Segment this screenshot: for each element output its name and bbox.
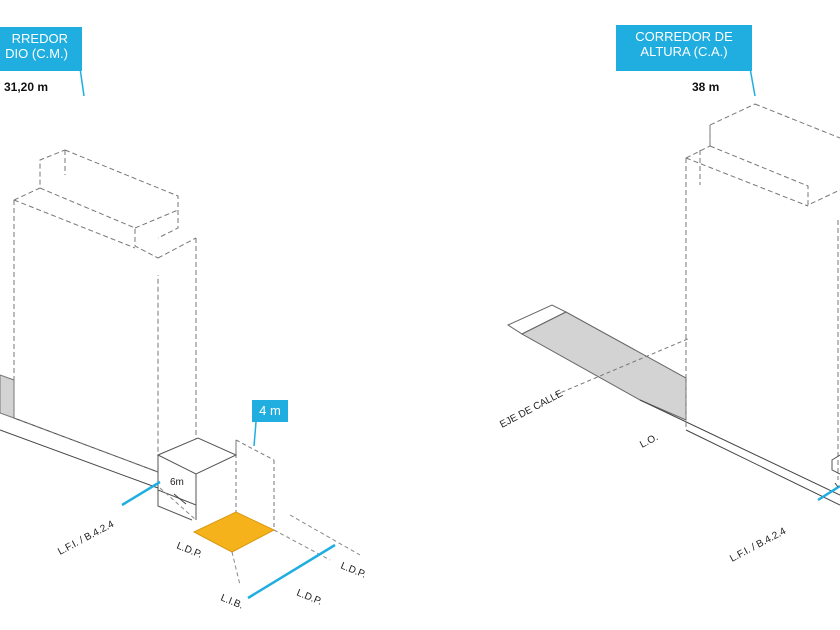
right-lfi-label: L.F.I. / B.4.2.4 [728,526,788,565]
right-corridor-callout: CORREDOR DE ALTURA (C.A.) [616,25,752,71]
orange-free-space [192,511,276,553]
right-ground-line-1 [639,399,840,496]
left-street-strip [0,374,15,419]
right-lfi-blue-line [817,484,840,502]
right-callout-line1: CORREDOR DE [635,29,733,44]
right-panel-drawing [506,67,840,506]
ldp-label-bottom: L.D.P. [295,588,324,608]
right-podium-edge [831,454,840,475]
left-panel-drawing [0,67,361,600]
right-callout-pointer [749,67,756,97]
left-main-tower [13,149,197,473]
ldp-label-right: L.D.P. [339,561,368,581]
left-callout-pointer [79,67,85,97]
setback-callout-pointer [253,421,257,447]
left-lfi-blue-line [121,480,161,507]
left-corridor-callout: RREDOR DIO (C.M.) [0,27,82,71]
left-callout-line2: DIO (C.M.) [5,46,68,61]
lo-label: L.O. [638,432,660,451]
right-height-label: 38 m [692,80,720,94]
left-callout-line1: RREDOR [11,31,68,46]
left-setback-frame [235,439,275,530]
left-height-label: 31,20 m [4,80,49,94]
street-axis-label: EJE DE CALLE [498,388,565,430]
left-lfi-label: L.F.I. / B.4.2.4 [56,519,116,558]
dim-6m-label: 6m [170,477,184,488]
setback-callout: 4 m [252,400,288,422]
right-main-tower [685,103,840,480]
right-callout-line2: ALTURA (C.A.) [640,44,728,59]
right-dim-tick [834,482,839,488]
ldp-label-left: L.D.P. [175,541,204,561]
lib-blue-line [247,543,336,600]
left-ground-line [0,429,159,489]
dim-6m-tick [173,493,187,505]
lib-label: L.I.B. [219,593,245,612]
right-ground-line-2 [685,429,840,506]
street-axis-line [554,337,691,396]
